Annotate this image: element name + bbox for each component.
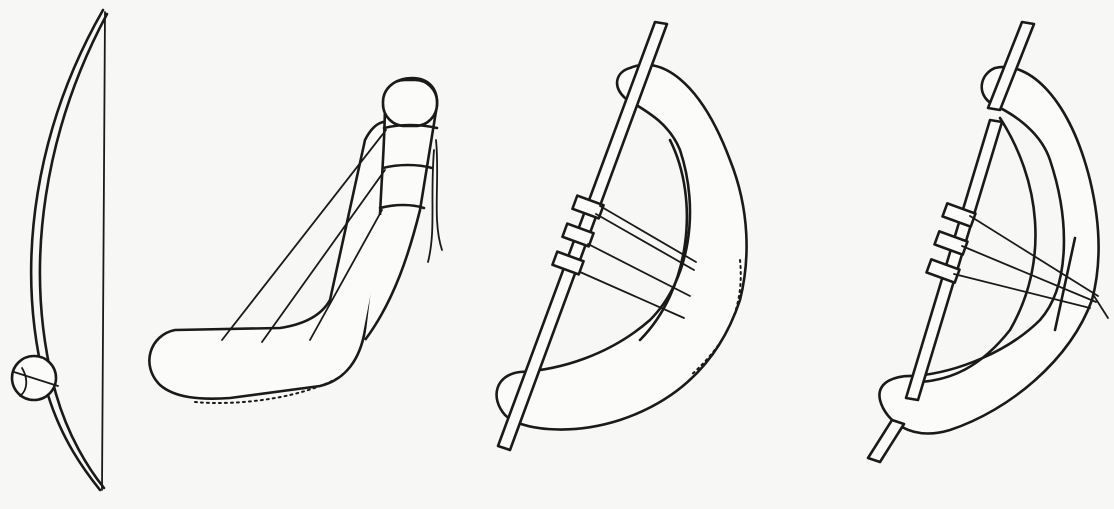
musical-bow-panel (12, 10, 107, 490)
bow-stave-outer (31, 10, 103, 490)
harp-resonator-body (149, 122, 400, 399)
harp3-string-1 (596, 214, 694, 270)
bow-harp-rings-panel (149, 78, 442, 403)
harp3-string-4 (600, 206, 696, 262)
bow-string (102, 12, 105, 490)
hanging-cord-1 (436, 140, 442, 250)
harp4-tail (1094, 296, 1108, 318)
bow-stave-inner (40, 14, 107, 488)
frame-harp-panel (868, 22, 1108, 462)
harp3-string-2 (588, 244, 690, 296)
harp4-neck-rod-bottom (868, 420, 904, 462)
neck-cap (383, 80, 437, 126)
bow-harp-pegs-panel (497, 22, 747, 450)
